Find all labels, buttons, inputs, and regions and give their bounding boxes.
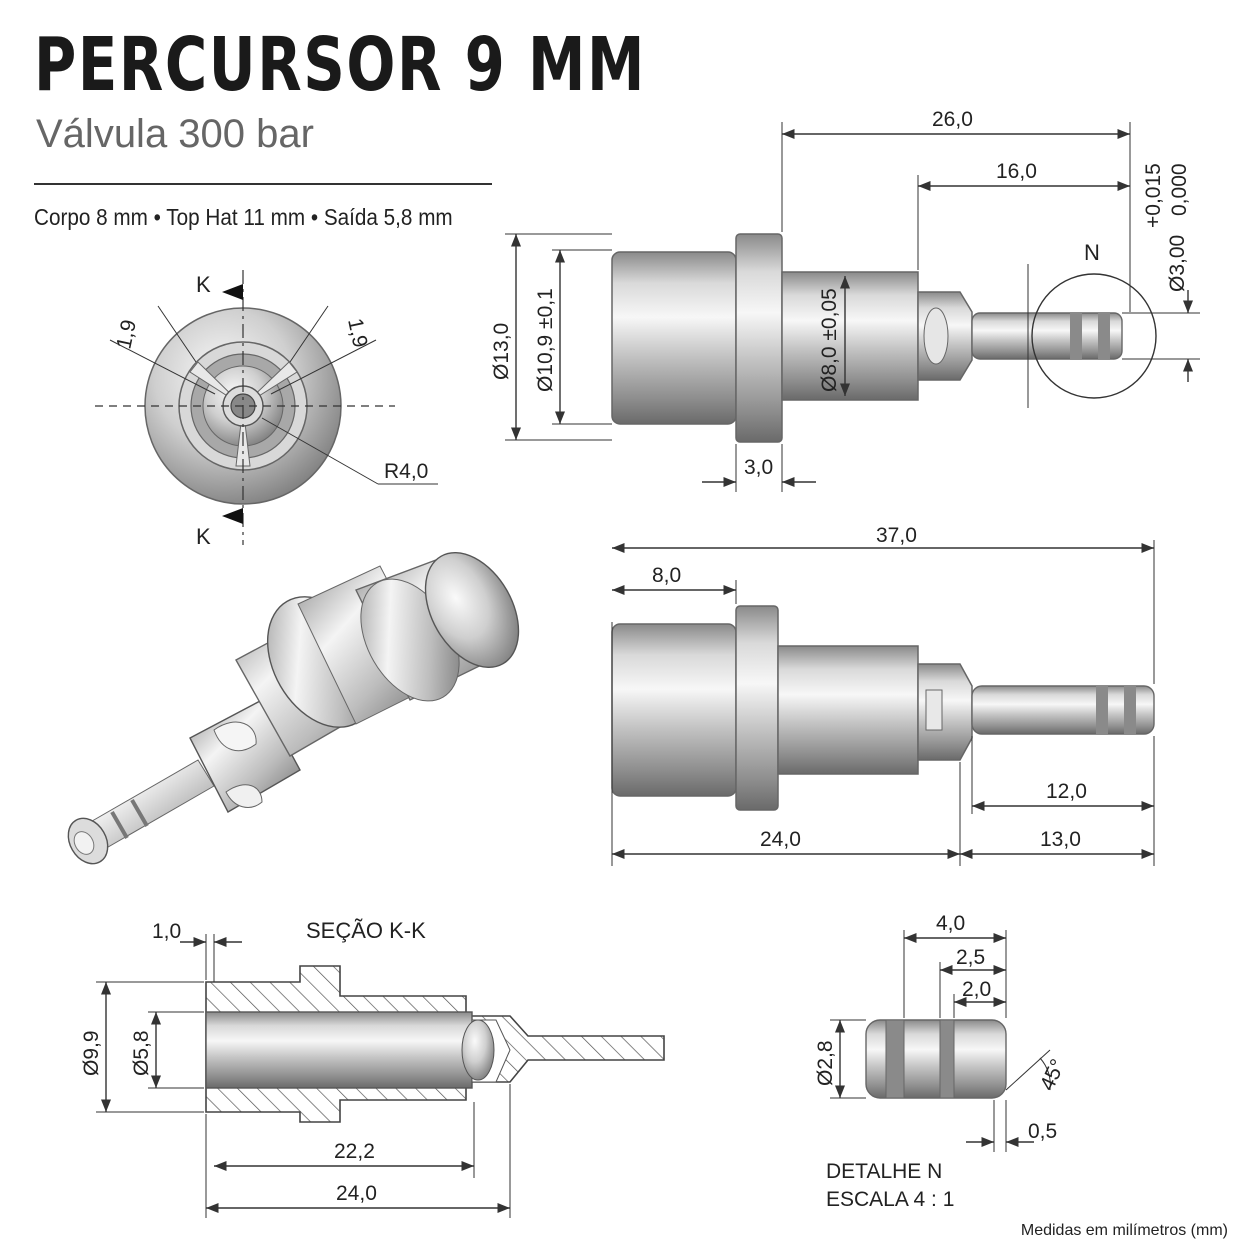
section-mark-top: K [196, 272, 211, 297]
detail-dim-05: 0,5 [1028, 1120, 1057, 1143]
end-view [95, 270, 438, 545]
top-view [505, 122, 1200, 492]
top-dim-tip: Ø3,00 [1166, 235, 1189, 292]
side-dim-left: 24,0 [760, 828, 801, 851]
detail-mark-n: N [1084, 240, 1100, 265]
end-view-radius: R4,0 [384, 460, 428, 483]
side-dim-tip: 12,0 [1046, 780, 1087, 803]
top-dim-body: Ø10,9 ±0,1 [534, 288, 557, 392]
units-note: Medidas em milímetros (mm) [1020, 1222, 1228, 1239]
section-dim-bore: Ø5,8 [130, 1030, 153, 1076]
detail-dim-angle: 45° [1036, 1056, 1070, 1095]
section-dim-outer: Ø9,9 [80, 1030, 103, 1076]
side-dim-right: 13,0 [1040, 828, 1081, 851]
section-dim-wall: 1,0 [152, 920, 181, 943]
detail-view [830, 930, 1051, 1152]
end-view-dim-left: 1,9 [112, 318, 141, 351]
top-dim-hat: 3,0 [744, 456, 773, 479]
side-view [611, 540, 1155, 866]
section-dim-240: 24,0 [336, 1182, 377, 1205]
detail-caption-2: ESCALA 4 : 1 [826, 1188, 954, 1211]
top-dim-overall: 26,0 [932, 108, 973, 131]
detail-dim-dia: Ø2,8 [814, 1040, 837, 1086]
section-view [96, 934, 665, 1218]
spec-line: Corpo 8 mm • Top Hat 11 mm • Saída 5,8 m… [34, 204, 453, 230]
detail-caption-1: DETALHE N [826, 1160, 942, 1183]
top-tol-upper: +0,015 [1142, 163, 1165, 228]
top-tol-lower: 0,000 [1168, 163, 1191, 216]
isometric-view [67, 552, 520, 865]
top-dim-shaft: 16,0 [996, 160, 1037, 183]
top-dim-neck: Ø8,0 ±0,05 [818, 288, 841, 392]
page-title: PERCURSOR 9 MM [34, 22, 647, 108]
detail-dim-40: 4,0 [936, 912, 965, 935]
section-dim-222: 22,2 [334, 1140, 375, 1163]
section-mark-bottom: K [196, 524, 211, 549]
page-subtitle: Válvula 300 bar [36, 112, 314, 156]
section-label: SEÇÃO K-K [306, 918, 426, 943]
detail-dim-25: 2,5 [956, 946, 985, 969]
side-dim-body: 8,0 [652, 564, 681, 587]
side-dim-total: 37,0 [876, 524, 917, 547]
detail-dim-20: 2,0 [962, 978, 991, 1001]
top-dim-outer: Ø13,0 [490, 323, 513, 380]
title-divider [34, 183, 492, 185]
end-view-dim-right: 1,9 [343, 316, 372, 349]
